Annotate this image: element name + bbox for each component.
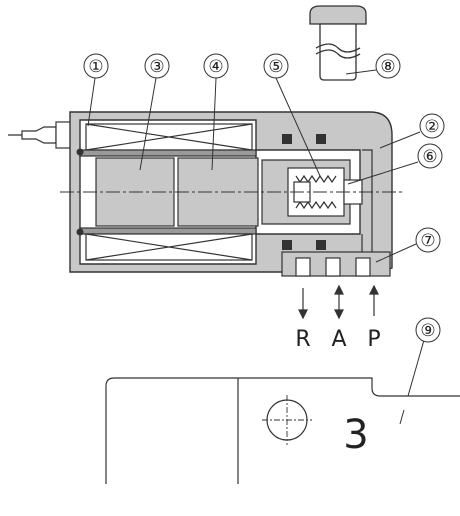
callout-1: ① — [88, 57, 103, 77]
upper-coil — [79, 123, 257, 157]
callout-4: ④ — [208, 57, 223, 77]
lower-coil — [79, 227, 257, 261]
callout-3: ③ — [149, 57, 164, 77]
plate-digit: 3 — [343, 412, 368, 458]
o-rings — [76, 134, 326, 250]
port-arrows — [298, 284, 379, 320]
port-label-r: R — [295, 327, 310, 352]
port-manifold — [281, 251, 391, 277]
callout-numbers: ① ③ ④ ⑤ ② ⑥ ⑦ ⑧ ⑨ — [88, 57, 439, 341]
callout-8: ⑧ — [380, 57, 395, 77]
leader-lines — [87, 69, 425, 425]
callout-circles — [83, 53, 445, 343]
callout-5: ⑤ — [268, 57, 283, 77]
callout-2: ② — [424, 117, 439, 137]
port-label-a: A — [331, 327, 346, 352]
callout-7: ⑦ — [420, 231, 435, 251]
manual-override-pin — [309, 5, 367, 81]
callout-9: ⑨ — [420, 321, 435, 341]
bottom-plate — [105, 377, 460, 484]
callout-6: ⑥ — [422, 147, 437, 167]
port-label-p: P — [367, 327, 380, 352]
contact-pin — [8, 121, 73, 149]
